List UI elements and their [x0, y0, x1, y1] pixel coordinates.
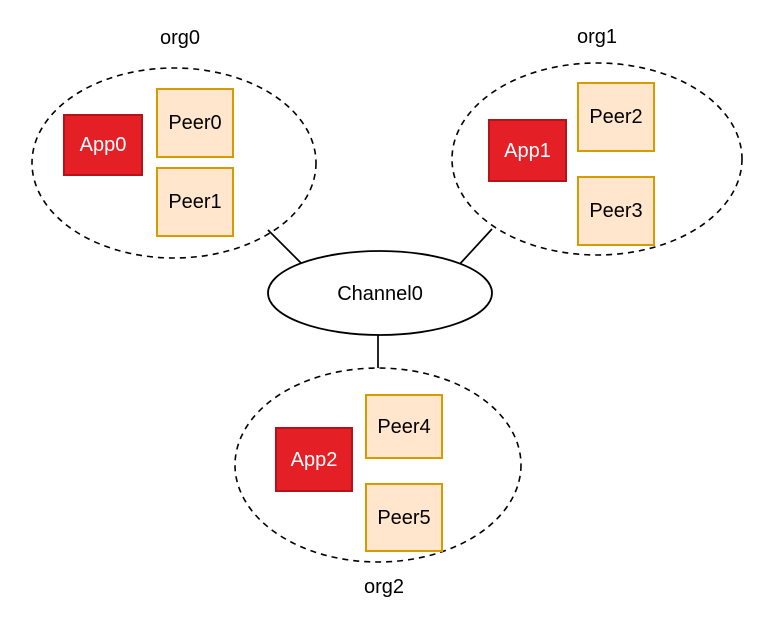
org1-boundary-ellipse: [451, 62, 743, 256]
channel-ellipse: [267, 250, 493, 336]
org0-peer1-node: Peer1: [156, 167, 234, 237]
org2-boundary-ellipse: [234, 367, 522, 563]
org0-peer0-node: Peer0: [156, 88, 234, 158]
org0-app-node: App0: [63, 114, 143, 176]
org0-label: org0: [159, 27, 201, 49]
org1-app-node: App1: [488, 119, 567, 182]
org0-channel-connector-line: [267, 229, 303, 265]
channel-label: Channel0: [337, 283, 423, 305]
org1-label: org1: [576, 26, 618, 48]
org1-peer2-node: Peer2: [577, 82, 655, 152]
org1-channel-connector-line: [457, 228, 493, 267]
org2-peer4-node: Peer4: [365, 394, 443, 459]
org0-boundary-ellipse: [31, 67, 317, 259]
org2-app-node: App2: [275, 427, 353, 492]
org2-label: org2: [363, 576, 405, 598]
org2-peer5-node: Peer5: [365, 483, 443, 552]
org1-peer3-node: Peer3: [577, 176, 655, 246]
